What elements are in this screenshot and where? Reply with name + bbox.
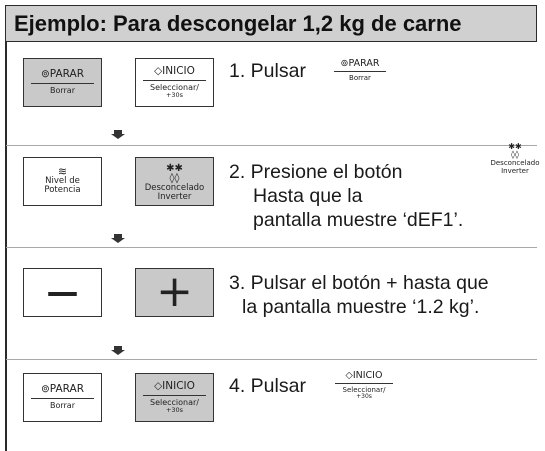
- inline-defrost-button: ✱✱◊◊ Desconcelado Inverter: [486, 142, 544, 176]
- down-arrow-icon: [111, 234, 125, 243]
- plus-button[interactable]: +: [135, 268, 214, 317]
- plus-icon: +: [156, 266, 193, 317]
- minus-button[interactable]: —: [23, 268, 102, 317]
- start-icon: ◇: [154, 380, 163, 392]
- stop-button[interactable]: ⊚PARAR Borrar: [23, 373, 102, 422]
- start-button[interactable]: ◇INICIO Seleccionar/ +30s: [135, 373, 214, 422]
- row-divider: [6, 359, 537, 360]
- row-divider: [6, 247, 537, 248]
- defrost-icon: ✱✱◊◊: [508, 142, 522, 159]
- step-3-line-1: 3. Pulsar el botón + hasta que: [229, 272, 489, 294]
- step-2-line-2: Hasta que la: [253, 185, 363, 207]
- start-icon: ◇: [345, 370, 353, 381]
- stop-icon: ⊚: [40, 383, 50, 395]
- row-divider: [6, 145, 537, 146]
- example-header: Ejemplo: Para descongelar 1,2 kg de carn…: [5, 5, 537, 42]
- down-arrow-icon: [111, 346, 125, 355]
- start-button[interactable]: ◇INICIO Seleccionar/ +30s: [135, 58, 214, 107]
- minus-icon: —: [46, 273, 79, 311]
- inline-start-button: ◇INICIO Seleccionar/ +30s: [335, 371, 393, 400]
- step-4-text: 4. Pulsar: [229, 375, 306, 397]
- step-2-line-1: 2. Presione el botón: [229, 161, 403, 183]
- example-title: Ejemplo: Para descongelar 1,2 kg de carn…: [14, 11, 462, 36]
- frame-left-border: [5, 41, 7, 451]
- inline-stop-button: ⊚PARAR Borrar: [334, 59, 386, 82]
- power-level-button[interactable]: ≋ Nivel de Potencia: [23, 157, 102, 206]
- stop-icon: ⊚: [40, 68, 50, 80]
- down-arrow-icon: [111, 130, 125, 139]
- step-3-line-2: la pantalla muestre ‘1.2 kg’.: [242, 296, 480, 318]
- defrost-icon: ✱✱◊◊: [166, 163, 183, 184]
- stop-icon: ⊚: [340, 58, 349, 69]
- stop-button[interactable]: ⊚PARAR Borrar: [23, 58, 102, 107]
- defrost-inverter-button[interactable]: ✱✱◊◊ Desconcelado Inverter: [135, 157, 214, 206]
- power-level-icon: ≋: [57, 165, 68, 178]
- step-2-line-3: pantalla muestre ‘dEF1’.: [253, 209, 464, 231]
- start-icon: ◇: [154, 65, 163, 77]
- step-1-text: 1. Pulsar: [229, 60, 306, 82]
